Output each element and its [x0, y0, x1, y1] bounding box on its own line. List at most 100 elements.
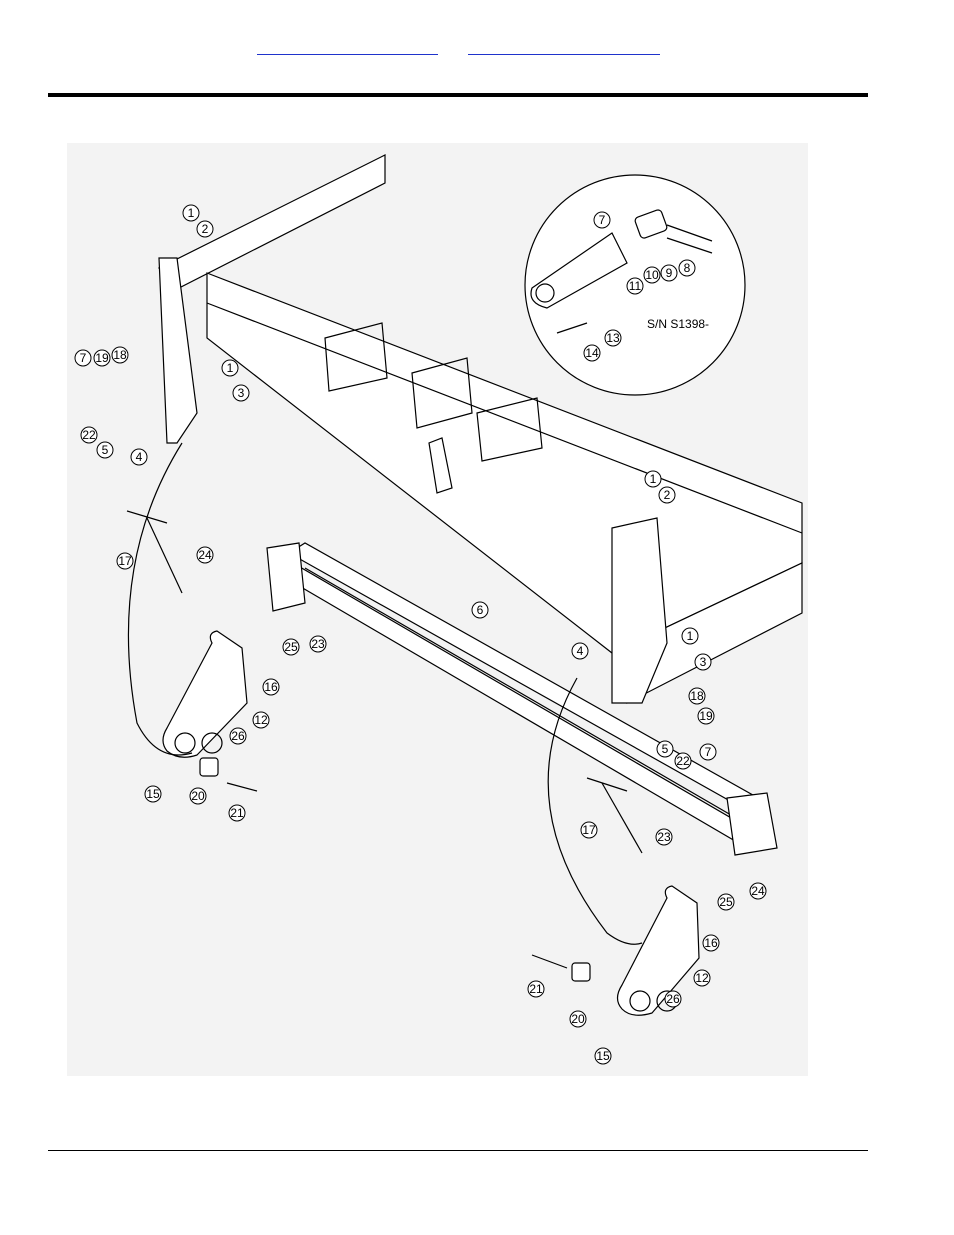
callout-6: 6 [472, 602, 488, 618]
svg-text:5: 5 [102, 443, 109, 457]
callout-3: 3 [695, 654, 711, 670]
svg-text:18: 18 [113, 348, 127, 362]
svg-text:19: 19 [699, 709, 713, 723]
svg-text:21: 21 [529, 982, 543, 996]
svg-text:19: 19 [95, 351, 109, 365]
callout-1: 1 [645, 471, 661, 487]
svg-text:20: 20 [191, 789, 205, 803]
svg-text:20: 20 [571, 1012, 585, 1026]
svg-text:3: 3 [238, 386, 245, 400]
callout-5: 5 [657, 741, 673, 757]
callout-7: 7 [700, 744, 716, 760]
callout-14: 14 [584, 345, 600, 361]
svg-text:23: 23 [311, 637, 325, 651]
svg-text:10: 10 [645, 268, 659, 282]
callout-2: 2 [659, 487, 675, 503]
callout-8: 8 [679, 260, 695, 276]
parts-diagram-svg: S/N S1398- 1 2 7 19 18 1 3 22 5 4 17 24 … [67, 143, 808, 1076]
svg-text:7: 7 [599, 213, 606, 227]
callout-1: 1 [222, 360, 238, 376]
svg-text:2: 2 [664, 488, 671, 502]
callout-26: 26 [665, 991, 681, 1007]
callout-7: 7 [594, 212, 610, 228]
svg-text:3: 3 [700, 655, 707, 669]
callout-20: 20 [570, 1011, 586, 1027]
callout-1: 1 [183, 205, 199, 221]
callout-12: 12 [694, 970, 710, 986]
svg-text:15: 15 [146, 787, 160, 801]
svg-text:1: 1 [188, 206, 195, 220]
header-link-2[interactable] [468, 40, 660, 55]
callout-26: 26 [230, 728, 246, 744]
callout-10: 10 [644, 267, 660, 283]
callout-22: 22 [81, 427, 97, 443]
callout-21: 21 [528, 981, 544, 997]
callout-24: 24 [197, 547, 213, 563]
left-pivot-arm [163, 631, 257, 791]
callout-24: 24 [750, 883, 766, 899]
parts-diagram: S/N S1398- 1 2 7 19 18 1 3 22 5 4 17 24 … [67, 143, 808, 1076]
svg-text:16: 16 [704, 936, 718, 950]
callout-16: 16 [263, 679, 279, 695]
callout-4: 4 [131, 449, 147, 465]
svg-text:18: 18 [690, 689, 704, 703]
callout-16: 16 [703, 935, 719, 951]
callout-18: 18 [689, 688, 705, 704]
callout-19: 19 [94, 350, 110, 366]
callout-12: 12 [253, 712, 269, 728]
serial-note: S/N S1398- [647, 317, 709, 331]
callout-13: 13 [605, 330, 621, 346]
svg-text:22: 22 [82, 428, 96, 442]
callout-11: 11 [627, 278, 643, 294]
callout-22: 22 [675, 753, 691, 769]
svg-text:21: 21 [230, 806, 244, 820]
svg-text:24: 24 [198, 548, 212, 562]
svg-text:13: 13 [606, 331, 620, 345]
svg-text:14: 14 [585, 346, 599, 360]
svg-text:4: 4 [577, 644, 584, 658]
callout-1: 1 [682, 628, 698, 644]
svg-text:15: 15 [596, 1049, 610, 1063]
header-link-1[interactable] [257, 40, 438, 55]
callout-4: 4 [572, 643, 588, 659]
callout-9: 9 [661, 265, 677, 281]
svg-text:9: 9 [666, 266, 673, 280]
callout-23: 23 [310, 636, 326, 652]
svg-text:5: 5 [662, 742, 669, 756]
callout-21: 21 [229, 805, 245, 821]
svg-text:2: 2 [202, 222, 209, 236]
svg-text:8: 8 [684, 261, 691, 275]
callout-20: 20 [190, 788, 206, 804]
callout-15: 15 [145, 786, 161, 802]
svg-text:1: 1 [650, 472, 657, 486]
svg-text:16: 16 [264, 680, 278, 694]
callout-3: 3 [233, 385, 249, 401]
callout-25: 25 [718, 894, 734, 910]
svg-text:1: 1 [227, 361, 234, 375]
svg-text:12: 12 [254, 713, 268, 727]
callout-7: 7 [75, 350, 91, 366]
callout-17: 17 [581, 822, 597, 838]
svg-text:11: 11 [629, 279, 642, 293]
svg-text:12: 12 [695, 971, 709, 985]
header-rule [48, 93, 868, 97]
svg-text:17: 17 [118, 554, 132, 568]
callout-25: 25 [283, 639, 299, 655]
callout-19: 19 [698, 708, 714, 724]
header-links [0, 40, 954, 56]
callout-5: 5 [97, 442, 113, 458]
callout-2: 2 [197, 221, 213, 237]
callout-23: 23 [656, 829, 672, 845]
callout-15: 15 [595, 1048, 611, 1064]
svg-text:23: 23 [657, 830, 671, 844]
callout-17: 17 [117, 553, 133, 569]
svg-text:24: 24 [751, 884, 765, 898]
svg-text:7: 7 [705, 745, 712, 759]
svg-text:25: 25 [719, 895, 733, 909]
footer-rule [48, 1150, 868, 1151]
callout-18: 18 [112, 347, 128, 363]
svg-text:25: 25 [284, 640, 298, 654]
svg-text:26: 26 [666, 992, 680, 1006]
svg-text:17: 17 [582, 823, 596, 837]
svg-text:1: 1 [687, 629, 694, 643]
